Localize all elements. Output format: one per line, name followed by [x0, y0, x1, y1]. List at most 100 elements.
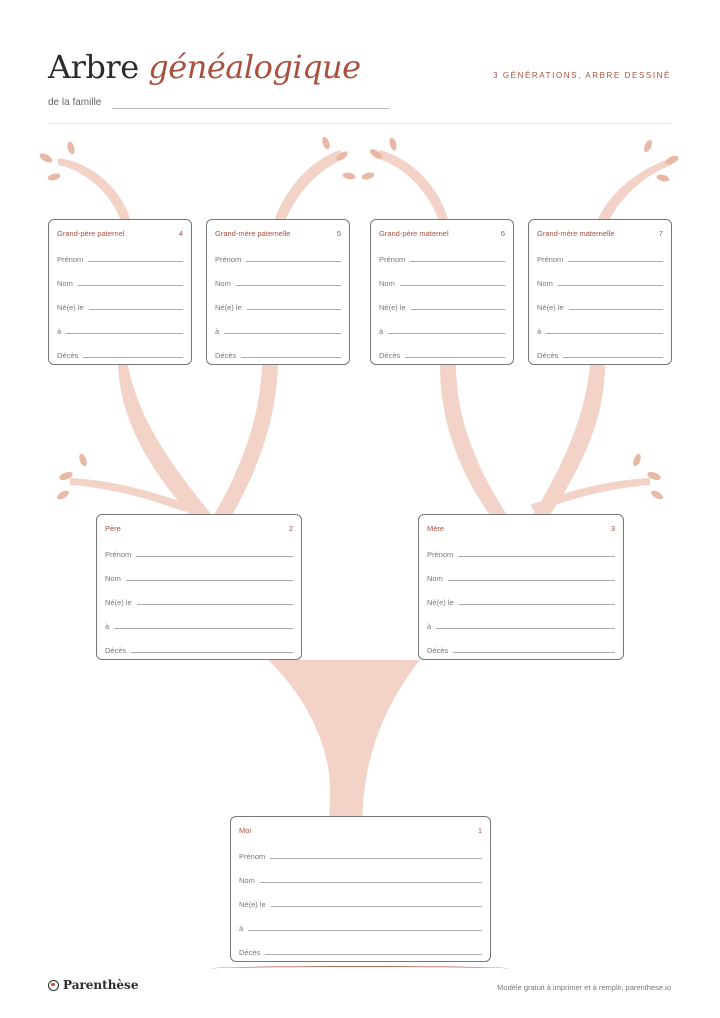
field-line[interactable]: [235, 285, 341, 286]
death-field[interactable]: Décès: [215, 348, 341, 360]
field-line[interactable]: [131, 652, 293, 653]
field-line[interactable]: [136, 604, 293, 605]
field-label: Prénom: [57, 255, 84, 264]
field-line[interactable]: [447, 580, 615, 581]
field-line[interactable]: [66, 333, 183, 334]
family-name-line[interactable]: [112, 108, 390, 109]
nom-field[interactable]: Nom: [379, 276, 505, 288]
card-mere: Mère 3 Prénom Nom Né(e) le à Décès: [418, 514, 624, 660]
nom-field[interactable]: Nom: [427, 571, 615, 583]
nom-field[interactable]: Nom: [215, 276, 341, 288]
field-label: Décès: [537, 351, 559, 360]
field-line[interactable]: [436, 628, 615, 629]
field-line[interactable]: [546, 333, 663, 334]
prenom-field[interactable]: Prénom: [427, 547, 615, 559]
field-label: à: [105, 622, 110, 631]
birth-place-field[interactable]: à: [57, 324, 183, 336]
death-field[interactable]: Décès: [239, 945, 482, 957]
birth-date-field[interactable]: Né(e) le: [379, 300, 505, 312]
field-label: Décès: [215, 351, 237, 360]
field-label: Nom: [379, 279, 395, 288]
field-line[interactable]: [246, 309, 341, 310]
nom-field[interactable]: Nom: [537, 276, 663, 288]
field-line[interactable]: [557, 285, 663, 286]
field-line[interactable]: [77, 285, 183, 286]
death-field[interactable]: Décès: [537, 348, 663, 360]
card-grand-pere-paternel: Grand-père paternel 4 Prénom Nom Né(e) l…: [48, 219, 192, 365]
field-label: Né(e) le: [379, 303, 406, 312]
field-line[interactable]: [399, 285, 505, 286]
nom-field[interactable]: Nom: [105, 571, 293, 583]
field-line[interactable]: [410, 261, 505, 262]
card-number: 3: [610, 524, 615, 533]
birth-place-field[interactable]: à: [105, 619, 293, 631]
field-line[interactable]: [125, 580, 293, 581]
field-label: Décès: [379, 351, 401, 360]
prenom-field[interactable]: Prénom: [215, 252, 341, 264]
death-field[interactable]: Décès: [427, 643, 615, 655]
field-label: Décès: [105, 646, 127, 655]
field-line[interactable]: [241, 357, 341, 358]
field-line[interactable]: [83, 357, 183, 358]
prenom-field[interactable]: Prénom: [105, 547, 293, 559]
birth-date-field[interactable]: Né(e) le: [105, 595, 293, 607]
field-label: Nom: [537, 279, 553, 288]
birth-date-field[interactable]: Né(e) le: [57, 300, 183, 312]
field-line[interactable]: [568, 309, 663, 310]
field-line[interactable]: [248, 930, 482, 931]
field-line[interactable]: [458, 556, 615, 557]
field-line[interactable]: [265, 954, 482, 955]
field-label: Né(e) le: [215, 303, 242, 312]
field-line[interactable]: [568, 261, 663, 262]
field-line[interactable]: [246, 261, 341, 262]
card-moi: Moi 1 Prénom Nom Né(e) le à Décès: [230, 816, 491, 962]
birth-date-field[interactable]: Né(e) le: [215, 300, 341, 312]
birth-place-field[interactable]: à: [379, 324, 505, 336]
birth-date-field[interactable]: Né(e) le: [427, 595, 615, 607]
field-label: Prénom: [239, 852, 266, 861]
birth-date-field[interactable]: Né(e) le: [239, 897, 482, 909]
field-label: Né(e) le: [427, 598, 454, 607]
field-line[interactable]: [224, 333, 341, 334]
field-line[interactable]: [270, 906, 482, 907]
ground-line: [212, 966, 508, 971]
birth-date-field[interactable]: Né(e) le: [537, 300, 663, 312]
card-title: Grand-mère paternelle: [215, 229, 291, 238]
field-label: à: [379, 327, 384, 336]
header-divider: [48, 123, 671, 124]
prenom-field[interactable]: Prénom: [239, 849, 482, 861]
prenom-field[interactable]: Prénom: [57, 252, 183, 264]
field-line[interactable]: [88, 261, 183, 262]
field-line[interactable]: [453, 652, 615, 653]
field-label: Nom: [215, 279, 231, 288]
nom-field[interactable]: Nom: [57, 276, 183, 288]
field-line[interactable]: [563, 357, 663, 358]
field-line[interactable]: [88, 309, 183, 310]
prenom-field[interactable]: Prénom: [537, 252, 663, 264]
field-label: Prénom: [215, 255, 242, 264]
prenom-field[interactable]: Prénom: [379, 252, 505, 264]
field-line[interactable]: [114, 628, 293, 629]
field-line[interactable]: [259, 882, 482, 883]
nom-field[interactable]: Nom: [239, 873, 482, 885]
field-line[interactable]: [458, 604, 615, 605]
birth-place-field[interactable]: à: [537, 324, 663, 336]
birth-place-field[interactable]: à: [239, 921, 482, 933]
field-line[interactable]: [410, 309, 505, 310]
death-field[interactable]: Décès: [105, 643, 293, 655]
death-field[interactable]: Décès: [379, 348, 505, 360]
tree-branches: [58, 150, 672, 830]
card-title: Grand-père maternel: [379, 229, 449, 238]
field-line[interactable]: [270, 858, 482, 859]
field-label: Décès: [239, 948, 261, 957]
field-line[interactable]: [388, 333, 505, 334]
death-field[interactable]: Décès: [57, 348, 183, 360]
card-number: 5: [336, 229, 341, 238]
field-line[interactable]: [136, 556, 293, 557]
card-number: 7: [658, 229, 663, 238]
birth-place-field[interactable]: à: [215, 324, 341, 336]
page-subtitle: 3 générations, arbre dessiné: [492, 71, 671, 80]
birth-place-field[interactable]: à: [427, 619, 615, 631]
field-line[interactable]: [405, 357, 505, 358]
